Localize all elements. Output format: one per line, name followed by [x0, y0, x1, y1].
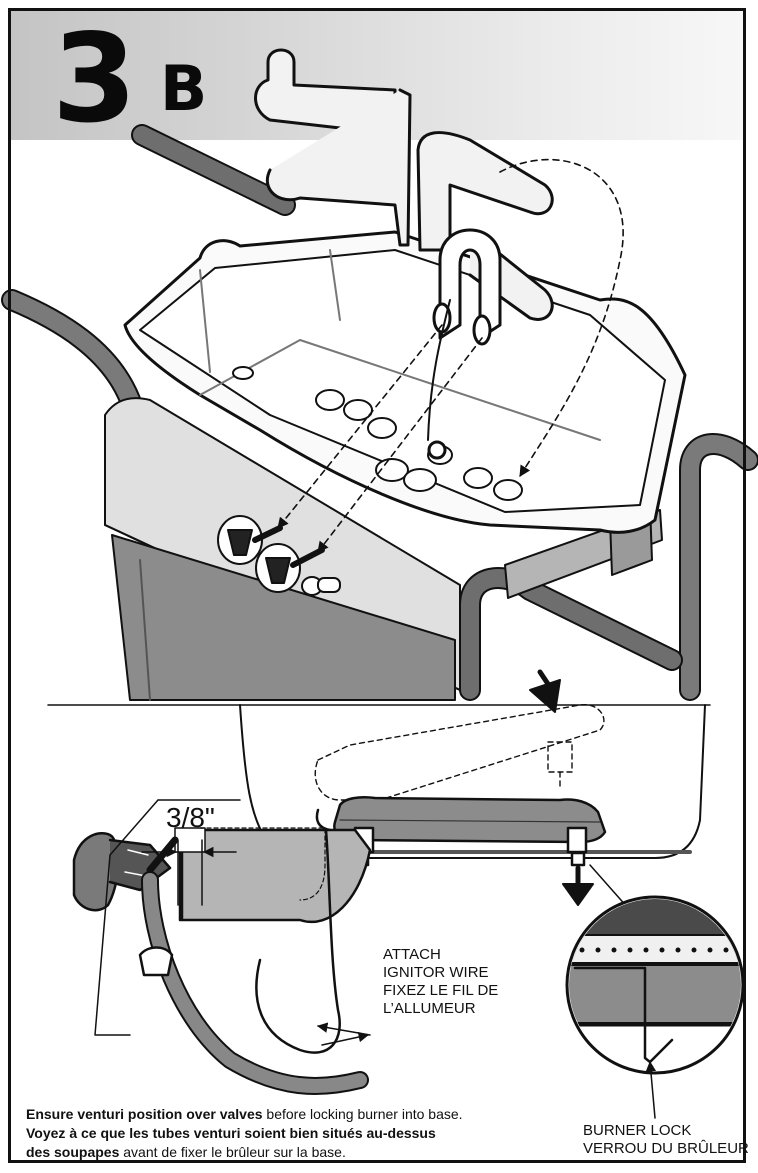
- instruction-fr-bold-2: des soupapes: [26, 1144, 120, 1160]
- ignitor-callout-line1: ATTACH: [383, 946, 441, 963]
- ignitor-callout-line2: IGNITOR WIRE: [383, 964, 489, 981]
- burner-lock-magnifier: [565, 864, 745, 1119]
- dimension-label: 3/8": [166, 802, 215, 833]
- instruction-fr-bold-1: Voyez à ce que les tubes venturi soient …: [26, 1125, 436, 1141]
- ignitor-callout: ATTACH IGNITOR WIRE FIXEZ LE FIL DE L’AL…: [383, 946, 498, 1018]
- instruction-en-rest: before locking burner into base.: [262, 1106, 463, 1122]
- step-number: 3: [52, 8, 137, 150]
- cart-frame-left: [1, 124, 296, 441]
- venturi-tubes: [427, 228, 502, 460]
- ignitor-wire: [255, 828, 370, 1054]
- ghost-burner: [314, 704, 605, 801]
- instructions: Ensure venturi position over valves befo…: [26, 1105, 571, 1162]
- page-frame: [8, 8, 746, 1163]
- down-arrow-top: [529, 669, 561, 713]
- ignitor-arrow: [316, 1022, 371, 1036]
- step-letter: B: [160, 52, 208, 125]
- dimension-bracket: [94, 799, 241, 1036]
- ignitor-callout-line3: FIXEZ LE FIL DE: [383, 982, 499, 999]
- ignitor-button: [301, 576, 341, 596]
- control-knob-right: [255, 543, 325, 593]
- burner-h-left: [254, 48, 412, 247]
- instruction-fr-rest: avant de fixer le brûleur sur la base.: [119, 1144, 346, 1160]
- burner-lock-callout: BURNER LOCK VERROU DU BRÛLEUR: [583, 1122, 749, 1158]
- control-knob-left: [217, 515, 283, 565]
- gas-hose: [138, 871, 369, 1095]
- ignitor-callout-line4: L’ALLUMEUR: [383, 1000, 476, 1017]
- instruction-en-bold: Ensure venturi position over valves: [26, 1106, 263, 1122]
- burner-lock-line1: BURNER LOCK: [583, 1122, 692, 1139]
- guide-lines: [277, 158, 624, 553]
- venturi-tube-detail: [174, 827, 372, 924]
- burner-lock-line2: VERROU DU BRÛLEUR: [583, 1140, 749, 1157]
- down-arrow-lock: [562, 865, 594, 906]
